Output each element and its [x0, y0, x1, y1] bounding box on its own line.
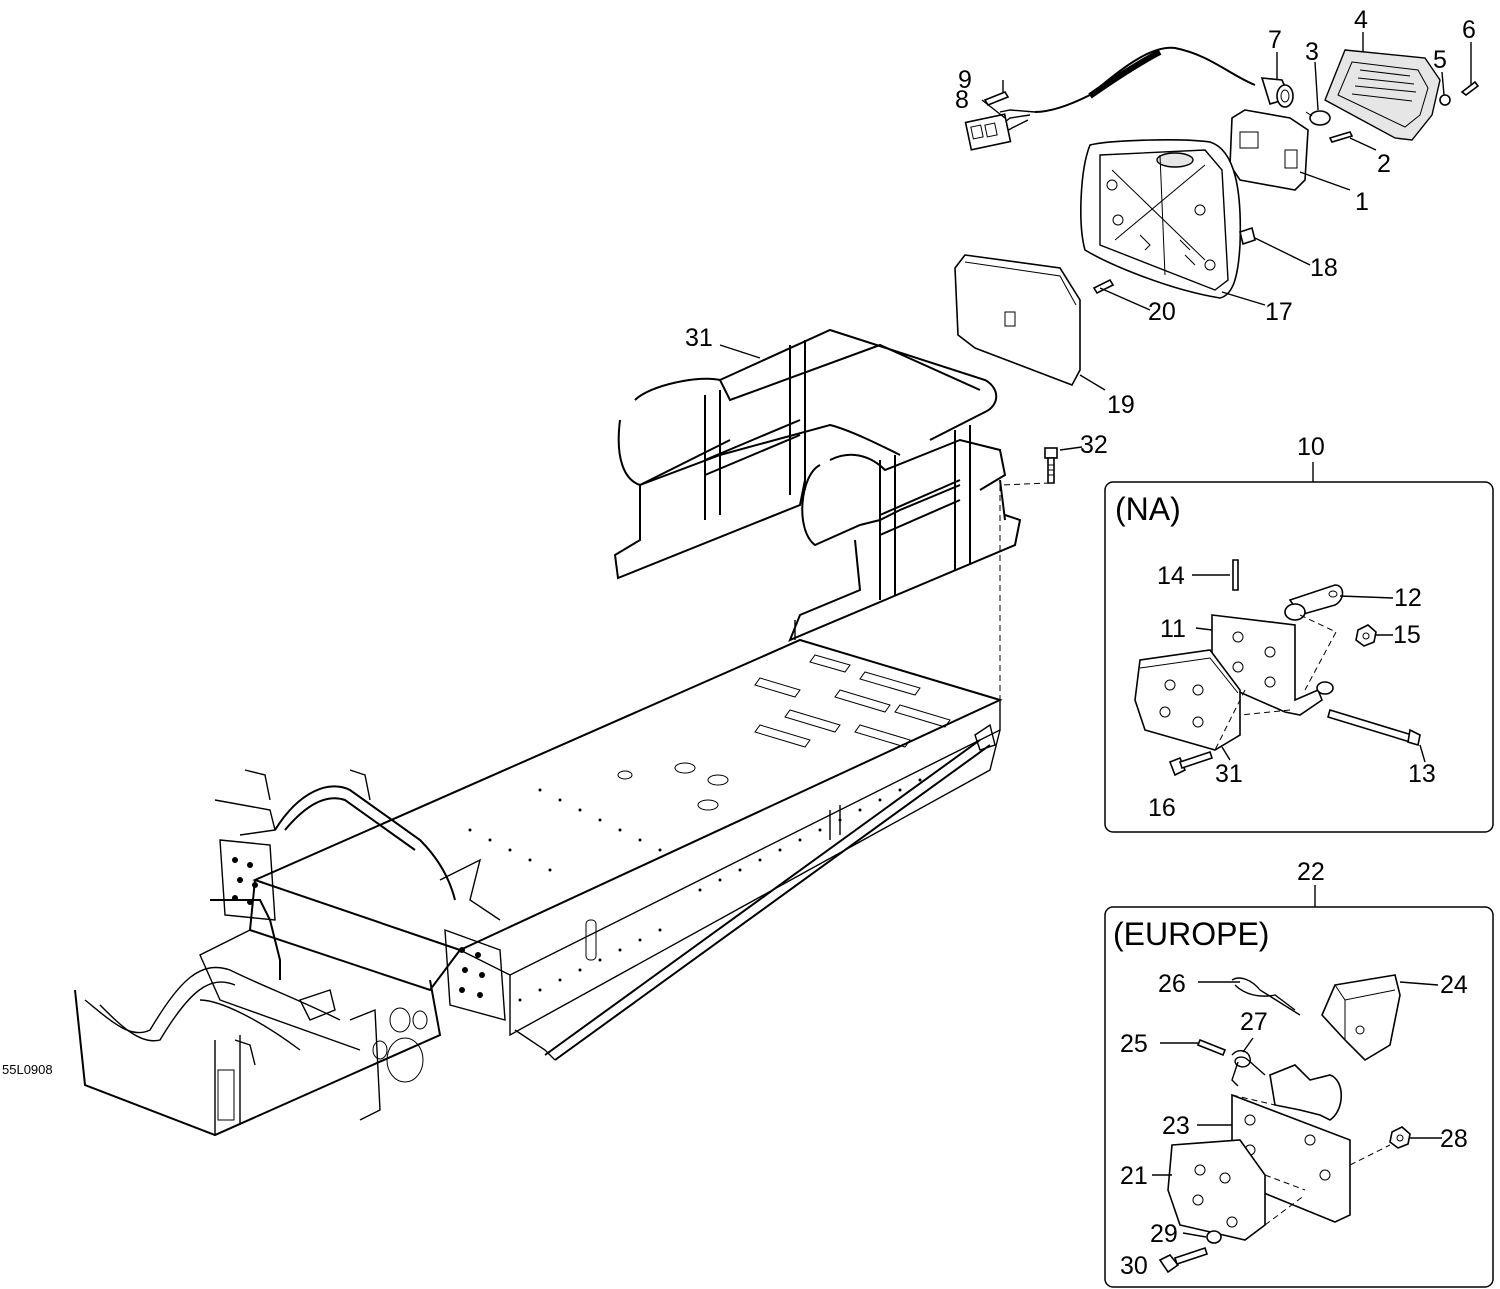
europe-hitch-kit-box: [1104, 906, 1494, 1288]
block-part-24: [1321, 974, 1401, 1062]
callout-10: 10: [1297, 433, 1325, 461]
callout-labels: 1 2 3 4 5 6 7 8 9 10 11 12 13 14 15 16 1…: [685, 6, 1476, 1280]
callout-13: 13: [1408, 760, 1436, 788]
bolt-part-16: [1168, 750, 1214, 777]
callout-19: 19: [1107, 391, 1135, 419]
callout-2: 2: [1377, 150, 1391, 178]
bulb-socket-part-7: [1260, 77, 1294, 108]
washer-part-5: [1439, 94, 1451, 106]
callout-8: 8: [955, 86, 969, 114]
callout-1: 1: [1355, 188, 1369, 216]
spring-part-27: [1231, 1050, 1266, 1087]
callout-5: 5: [1433, 46, 1447, 74]
callout-7: 7: [1268, 26, 1282, 54]
callout-31-na: 31: [1215, 760, 1243, 788]
taillight-assembly: [954, 46, 1480, 386]
callout-27: 27: [1240, 1008, 1268, 1036]
chassis-tunnel-frame: [74, 638, 1003, 1137]
nut-part-28: [1389, 1126, 1411, 1149]
pin-part-14: [1232, 559, 1239, 591]
clip-part-26: [1231, 977, 1301, 1016]
pad-part-21: [1167, 1139, 1266, 1241]
callout-26: 26: [1158, 970, 1186, 998]
callout-25: 25: [1120, 1030, 1148, 1058]
callout-28: 28: [1440, 1125, 1468, 1153]
callout-21: 21: [1120, 1162, 1148, 1190]
callout-23: 23: [1162, 1112, 1190, 1140]
na-hitch-kit-box: [1104, 481, 1494, 833]
callout-30: 30: [1120, 1252, 1148, 1280]
bolt-part-30: [1158, 1246, 1209, 1274]
washer-part-29: [1206, 1230, 1222, 1244]
cover-part-19: [954, 254, 1081, 386]
housing-part-17: [1080, 139, 1242, 299]
region-label-na: (NA): [1115, 491, 1181, 527]
screw-part-18: [1239, 226, 1256, 246]
callout-20: 20: [1148, 298, 1176, 326]
connector-part-8: [964, 113, 1012, 151]
pin-part-25: [1196, 1038, 1227, 1057]
callout-11: 11: [1160, 615, 1186, 643]
callout-18: 18: [1310, 254, 1338, 282]
lens-part-4: [1324, 49, 1441, 141]
callout-16: 16: [1148, 794, 1176, 822]
callout-6: 6: [1462, 16, 1476, 44]
bolt-part-32: [1044, 447, 1058, 484]
drawing-id: 55L0908: [2, 1062, 53, 1077]
callout-29: 29: [1150, 1220, 1178, 1248]
screw-part-6: [1460, 80, 1480, 96]
screw-part-2: [1328, 131, 1354, 143]
callout-24: 24: [1440, 971, 1468, 999]
callout-15: 15: [1393, 621, 1421, 649]
bracket-part-12: [1284, 584, 1344, 621]
callout-14: 14: [1157, 562, 1185, 590]
screw-part-20: [1092, 278, 1115, 295]
region-label-europe: (EUROPE): [1113, 916, 1269, 952]
leader-lines: [719, 32, 1472, 1238]
callout-17: 17: [1265, 298, 1293, 326]
rear-rack-part-31: [613, 328, 1022, 642]
callout-22: 22: [1297, 858, 1325, 886]
nut-part-15: [1355, 624, 1377, 647]
callout-31-rack: 31: [685, 324, 713, 352]
callout-4: 4: [1354, 6, 1368, 34]
bolt-part-13: [1327, 708, 1421, 747]
callout-3: 3: [1305, 38, 1319, 66]
bulb-part-3: [1305, 110, 1331, 126]
callout-9: 9: [958, 66, 972, 94]
base-part-1: [1229, 109, 1309, 191]
terminal-part-9: [983, 91, 1010, 106]
callout-12: 12: [1394, 584, 1422, 612]
pad-part-31: [1134, 649, 1241, 751]
callout-32: 32: [1080, 431, 1108, 459]
